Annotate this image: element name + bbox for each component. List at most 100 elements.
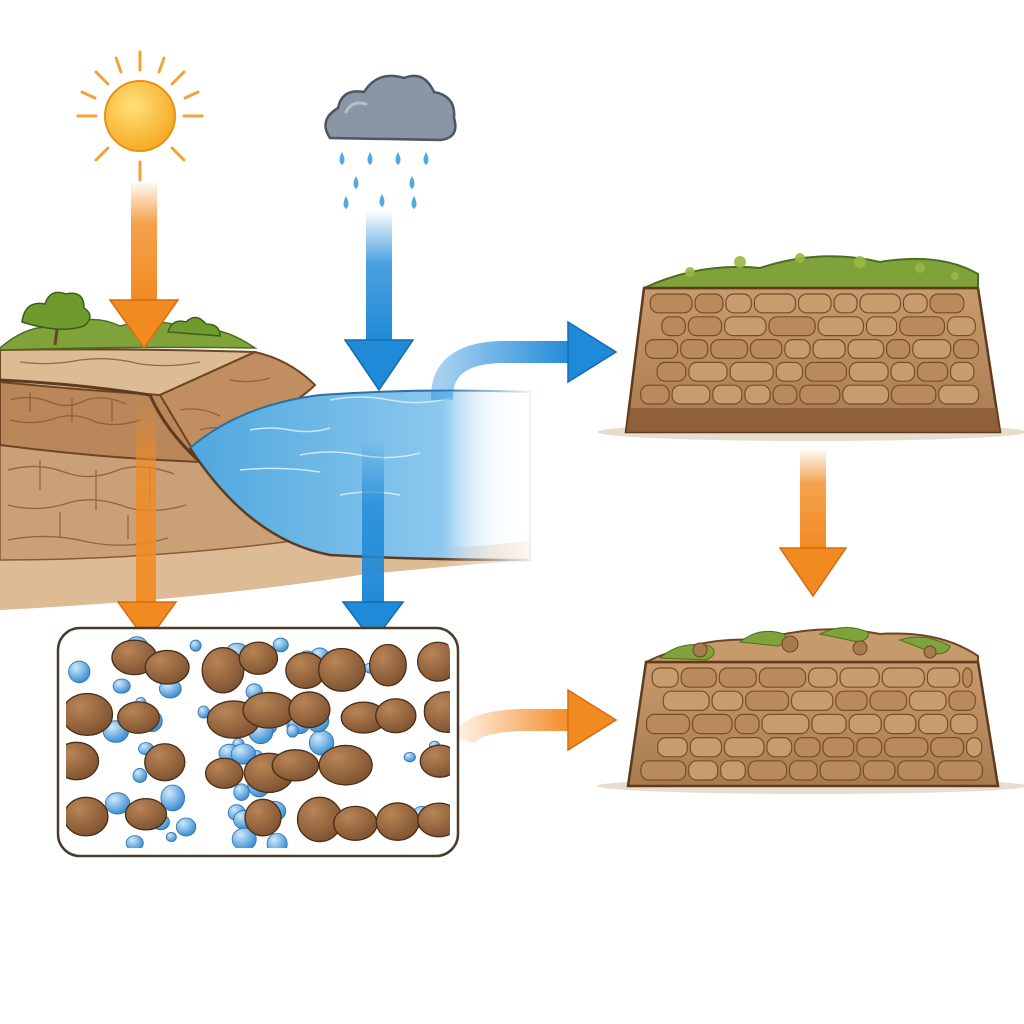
soil-stone (937, 760, 984, 781)
soil-stone (657, 736, 688, 758)
soil-particles (66, 636, 450, 848)
soil-stone (758, 667, 807, 688)
soil-stone (645, 713, 691, 735)
soil-stone (886, 339, 911, 360)
tree-icon (21, 291, 91, 346)
soil-block-top (597, 253, 1024, 441)
soil-stone (747, 760, 788, 781)
soil-block-bottom (597, 627, 1024, 794)
soil-particle (318, 744, 373, 786)
soil-stone (819, 760, 861, 781)
soil-stone (962, 667, 973, 688)
shrub-icon (167, 316, 221, 337)
soil-stone (729, 361, 774, 382)
soil-stone (965, 736, 983, 758)
soil-stone (953, 339, 980, 360)
soil-stone (869, 690, 908, 712)
soil-stone (822, 736, 855, 758)
soil-stone (689, 736, 723, 758)
soil-stone (723, 316, 767, 337)
rain-cloud-icon (324, 74, 457, 209)
soil-particle (116, 701, 160, 734)
soil-stone (811, 713, 847, 735)
soil-stone (848, 361, 889, 382)
soil-particle (419, 744, 450, 778)
water-droplet (68, 660, 91, 683)
water-droplet (233, 783, 250, 801)
soil-stone (946, 316, 976, 337)
soil-particle (271, 749, 320, 782)
water-droplet (230, 743, 256, 765)
water-droplet (112, 678, 131, 694)
soil-stone (640, 384, 670, 405)
soil-stone (799, 384, 841, 405)
soil-stone (688, 361, 728, 382)
soil-stone (711, 690, 744, 712)
soil-stone (902, 293, 928, 314)
soil-particle (417, 802, 450, 838)
soil-stone (842, 384, 890, 405)
soil-particle (244, 798, 282, 837)
soil-stone (651, 667, 679, 688)
soil-stone (839, 667, 880, 688)
soil-stone (671, 384, 711, 405)
soil-stone (835, 690, 868, 712)
heat-arrow-particles-to-soil-block (453, 688, 618, 752)
soil-particle (369, 643, 407, 687)
soil-particle (242, 691, 296, 729)
soil-stone (797, 293, 832, 314)
soil-stone (687, 316, 723, 337)
soil-particle (124, 797, 168, 831)
soil-stone (848, 713, 882, 735)
soil-stone (694, 293, 724, 314)
soil-stone (790, 690, 834, 712)
soil-stone (930, 736, 965, 758)
water-droplet (175, 817, 197, 837)
soil-stone (749, 339, 783, 360)
water-droplet (165, 832, 177, 843)
soil-stone (912, 339, 952, 360)
soil-stone (897, 760, 936, 781)
soil-stone (723, 736, 765, 758)
soil-stone (794, 736, 821, 758)
soil-stone (949, 361, 975, 382)
soil-particle (333, 805, 378, 842)
soil-stone (680, 667, 717, 688)
soil-stone (833, 293, 858, 314)
soil-stone (918, 713, 949, 735)
soil-particle (66, 692, 114, 737)
soil-stone (817, 316, 865, 337)
water-droplet (266, 832, 288, 848)
soil-stone (865, 316, 898, 337)
soil-stone (662, 690, 710, 712)
soil-stone (804, 361, 847, 382)
soil-stone (784, 339, 811, 360)
soil-stone (807, 667, 838, 688)
soil-stone (640, 760, 687, 781)
heat-arrow-sun-to-ground (108, 180, 180, 350)
soil-stone (766, 736, 793, 758)
water-arrow-rain-to-ground (343, 210, 415, 392)
soil-stone (772, 384, 798, 405)
soil-stone (688, 760, 719, 781)
water-droplet (286, 724, 299, 738)
soil-stone (916, 361, 949, 382)
soil-particle (144, 649, 190, 685)
soil-stone (899, 316, 946, 337)
soil-particle (288, 691, 331, 729)
water-arrow-ground-to-soil-block (430, 320, 618, 401)
soil-stone (908, 690, 947, 712)
soil-stone (881, 667, 925, 688)
soil-stone (856, 736, 883, 758)
soil-stone (775, 361, 804, 382)
water-droplet (132, 768, 148, 783)
soil-particle (238, 641, 279, 675)
soil-stone (859, 293, 902, 314)
soil-stone (712, 384, 743, 405)
soil-stone (725, 293, 752, 314)
soil-particle (66, 796, 109, 837)
water-arrow-ground-to-particles (341, 440, 405, 644)
soil-stone (734, 713, 760, 735)
soil-stone (948, 690, 976, 712)
